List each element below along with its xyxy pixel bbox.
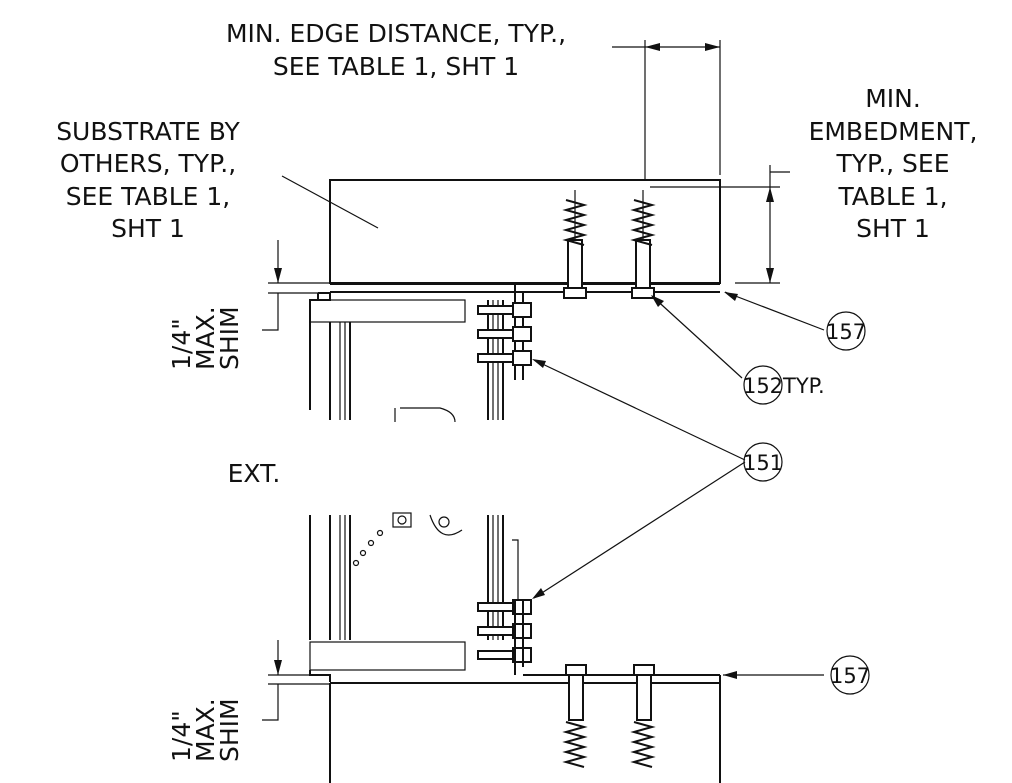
edge-distance-label-2: SEE TABLE 1, SHT 1 [273,52,519,81]
embedment-label-2: EMBEDMENT, [809,117,978,146]
top-bolt-2 [477,326,532,342]
substrate-label-3: SEE TABLE 1, [66,182,231,211]
leader-151-b-arrow [532,588,545,599]
shim-bottom-arrow [274,660,282,675]
callout-157-bottom: 157 [830,655,870,695]
callout-157-bottom-text: 157 [830,664,870,688]
embedment-label-3: TYP., SEE [835,149,949,178]
top-anchor-2 [630,190,656,299]
typ-label: TYP. [782,374,825,398]
shim-bottom-text-3: SHIM [215,698,244,762]
shim-bottom-label: 1/4" MAX. SHIM [167,698,244,762]
callout-152-text: 152 [743,374,783,398]
shim-bottom-bracket [262,684,279,721]
callout-151: 151 [743,442,783,482]
shim-top-text-3: SHIM [215,306,244,370]
leader-151-a-arrow [532,359,546,368]
embedment-label-5: SHT 1 [856,214,930,243]
embedment-label-1: MIN. [865,84,921,113]
shim-top-text-1: 1/4" [167,318,196,370]
shim-bottom-text-1: 1/4" [167,710,196,762]
top-bolt-1 [477,302,532,318]
shim-top-text-2: MAX. [191,306,220,370]
shim-top-arrow [274,268,282,283]
shim-top-bracket [262,293,279,331]
callout-151-text: 151 [743,451,783,475]
top-bolt-3 [477,350,532,366]
callout-157-top-text: 157 [826,320,866,344]
edge-dim-arrow-left [645,43,660,51]
leader-157-top-arrow [724,292,738,301]
leader-157-top [724,291,825,331]
embed-dim-arrow-bottom [766,268,774,283]
substrate-label-1: SUBSTRATE BY [56,117,240,146]
top-anchor-1 [562,190,588,299]
leader-151-a [533,359,746,461]
substrate-label-2: OTHERS, TYP., [60,149,236,178]
bottom-anchor-1 [562,664,588,768]
bottom-anchor-2 [630,664,656,768]
callout-152: 152 [743,365,783,405]
mullion-bottom [309,512,519,682]
shim-bottom-text-2: MAX. [191,698,220,762]
leader-152-arrow [651,295,664,307]
substrate-label-4: SHT 1 [111,214,185,243]
edge-distance-label-1: MIN. EDGE DISTANCE, TYP., [226,19,566,48]
substrate-leader [281,175,379,229]
top-substrate [329,179,721,284]
ext-label: EXT. [228,459,281,488]
edge-dim-arrow-right [705,43,720,51]
leader-151-b [533,461,746,599]
callout-157-top: 157 [826,311,866,351]
mullion-top [309,292,504,423]
shim-top-label: 1/4" MAX. SHIM [167,306,244,370]
leader-157-bottom-arrow [723,671,737,679]
embedment-label-4: TABLE 1, [837,182,947,211]
embed-dim-arrow-top [766,187,774,202]
leader-152 [651,295,743,379]
